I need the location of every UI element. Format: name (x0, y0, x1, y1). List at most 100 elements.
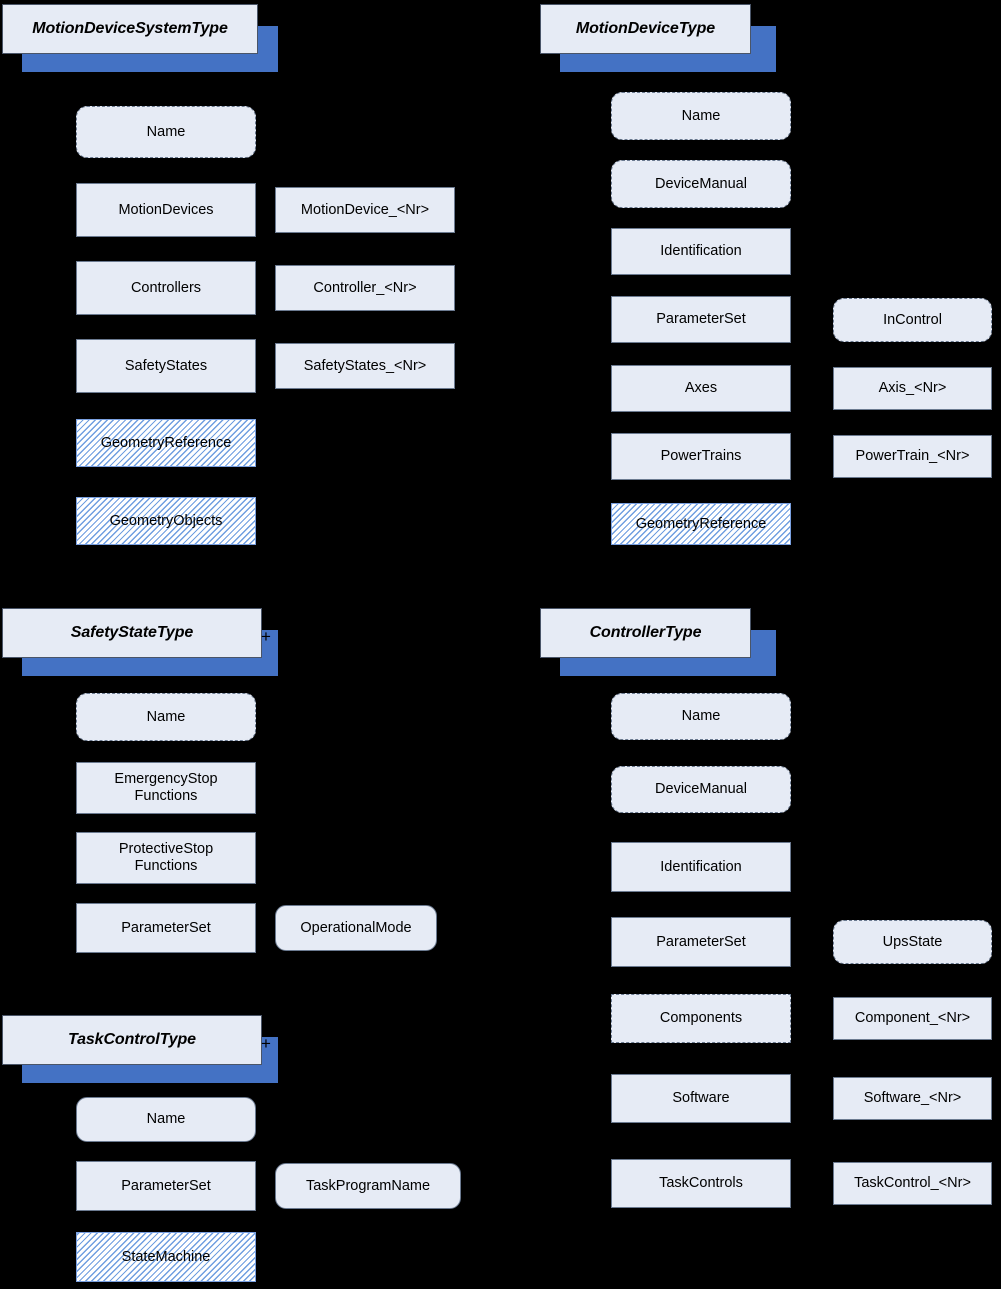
node-label: UpsState (882, 933, 943, 950)
node-state-machine[interactable]: StateMachine (76, 1232, 256, 1282)
node-label: ParameterSet (656, 933, 746, 950)
node-name[interactable]: Name (76, 1097, 256, 1142)
type-title: SafetyStateType (70, 624, 194, 641)
type-title: TaskControlType (67, 1031, 196, 1048)
node-device-manual[interactable]: DeviceManual (611, 160, 791, 208)
node-name[interactable]: Name (76, 106, 256, 158)
type-block-safety-state-type: SafetyStateType + (2, 608, 302, 680)
node-component-nr[interactable]: Component_<Nr> (833, 997, 992, 1040)
node-label: Software_<Nr> (863, 1090, 962, 1107)
node-label: ProtectiveStop Functions (118, 840, 214, 874)
type-title: MotionDeviceType (575, 20, 716, 37)
node-label: TaskControls (659, 1175, 743, 1192)
node-label: Axes (684, 380, 718, 397)
node-label: TaskProgramName (305, 1177, 431, 1194)
node-controller-nr[interactable]: Controller_<Nr> (275, 265, 455, 311)
node-label: GeometryReference (100, 434, 232, 451)
node-label: PowerTrains (660, 448, 742, 465)
type-title: ControllerType (589, 624, 702, 641)
node-label: DeviceManual (655, 175, 747, 192)
node-label: Name (146, 123, 186, 140)
node-label: ParameterSet (121, 919, 211, 936)
type-header-tab (22, 658, 52, 676)
node-power-trains[interactable]: PowerTrains (611, 433, 791, 480)
node-identification[interactable]: Identification (611, 842, 791, 892)
node-label: DeviceManual (655, 781, 747, 798)
type-header-tab (560, 658, 590, 676)
node-label: GeometryObjects (109, 512, 223, 529)
node-label: PowerTrain_<Nr> (855, 448, 970, 465)
node-label: Controllers (130, 279, 202, 296)
node-axis-nr[interactable]: Axis_<Nr> (833, 367, 992, 410)
node-label: InControl (883, 311, 942, 328)
node-label: GeometryReference (635, 515, 767, 532)
node-label: ParameterSet (656, 311, 746, 328)
node-label: EmergencyStop Functions (114, 770, 218, 804)
node-label: ParameterSet (121, 1177, 211, 1194)
node-protective-stop-functions[interactable]: ProtectiveStop Functions (76, 832, 256, 884)
node-emergency-stop-functions[interactable]: EmergencyStop Functions (76, 762, 256, 814)
node-axes[interactable]: Axes (611, 365, 791, 412)
node-label: Software (672, 1090, 730, 1107)
node-name[interactable]: Name (76, 693, 256, 741)
type-block-motion-device-type: MotionDeviceType (540, 4, 830, 74)
type-header-controller-type[interactable]: ControllerType (540, 608, 751, 658)
node-parameter-set[interactable]: ParameterSet (611, 296, 791, 343)
node-components[interactable]: Components (611, 994, 791, 1043)
type-header-tab (560, 54, 590, 72)
node-label: Identification (660, 243, 742, 260)
node-label: Identification (660, 858, 742, 875)
node-in-control[interactable]: InControl (833, 298, 992, 342)
type-block-motion-device-system-type: MotionDeviceSystemType (2, 4, 292, 74)
node-label: MotionDevice_<Nr> (300, 201, 430, 218)
node-label: Components (659, 1010, 743, 1027)
expand-plus-icon[interactable]: + (261, 1034, 271, 1053)
node-label: SafetyStates_<Nr> (303, 357, 427, 374)
node-device-manual[interactable]: DeviceManual (611, 766, 791, 813)
type-header-motion-device-system-type[interactable]: MotionDeviceSystemType (2, 4, 258, 54)
node-task-control-nr[interactable]: TaskControl_<Nr> (833, 1162, 992, 1205)
node-label: SafetyStates (124, 357, 208, 374)
type-header-safety-state-type[interactable]: SafetyStateType (2, 608, 262, 658)
node-geometry-objects[interactable]: GeometryObjects (76, 497, 256, 545)
node-label: Name (146, 708, 186, 725)
node-parameter-set[interactable]: ParameterSet (611, 917, 791, 967)
node-identification[interactable]: Identification (611, 228, 791, 275)
expand-plus-icon[interactable]: + (261, 627, 271, 646)
node-label: Axis_<Nr> (878, 380, 947, 397)
node-label: MotionDevices (118, 201, 214, 218)
type-header-task-control-type[interactable]: TaskControlType (2, 1015, 262, 1065)
node-label: Name (681, 107, 721, 124)
node-label: Component_<Nr> (854, 1010, 971, 1027)
node-ups-state[interactable]: UpsState (833, 920, 992, 964)
node-label: OperationalMode (300, 919, 412, 936)
node-name[interactable]: Name (611, 92, 791, 140)
node-label: StateMachine (121, 1248, 211, 1265)
node-power-train-nr[interactable]: PowerTrain_<Nr> (833, 435, 992, 478)
node-name[interactable]: Name (611, 693, 791, 740)
node-parameter-set[interactable]: ParameterSet (76, 903, 256, 953)
node-geometry-reference[interactable]: GeometryReference (76, 419, 256, 467)
node-label: Name (146, 1111, 186, 1128)
node-label: Name (681, 708, 721, 725)
type-header-tab (22, 54, 52, 72)
type-header-tab (22, 1065, 52, 1083)
node-parameter-set[interactable]: ParameterSet (76, 1161, 256, 1211)
node-safety-states-nr[interactable]: SafetyStates_<Nr> (275, 343, 455, 389)
node-label: Controller_<Nr> (313, 279, 417, 296)
node-software-nr[interactable]: Software_<Nr> (833, 1077, 992, 1120)
type-title: MotionDeviceSystemType (32, 20, 228, 37)
node-motion-device-nr[interactable]: MotionDevice_<Nr> (275, 187, 455, 233)
type-block-task-control-type: TaskControlType + (2, 1015, 302, 1087)
node-task-program-name[interactable]: TaskProgramName (275, 1163, 461, 1209)
node-controllers[interactable]: Controllers (76, 261, 256, 315)
node-software[interactable]: Software (611, 1074, 791, 1123)
node-geometry-reference[interactable]: GeometryReference (611, 503, 791, 545)
node-motion-devices[interactable]: MotionDevices (76, 183, 256, 237)
node-task-controls[interactable]: TaskControls (611, 1159, 791, 1208)
node-operational-mode[interactable]: OperationalMode (275, 905, 437, 951)
node-safety-states[interactable]: SafetyStates (76, 339, 256, 393)
type-header-motion-device-type[interactable]: MotionDeviceType (540, 4, 751, 54)
node-label: TaskControl_<Nr> (854, 1175, 971, 1192)
type-block-controller-type: ControllerType (540, 608, 830, 680)
